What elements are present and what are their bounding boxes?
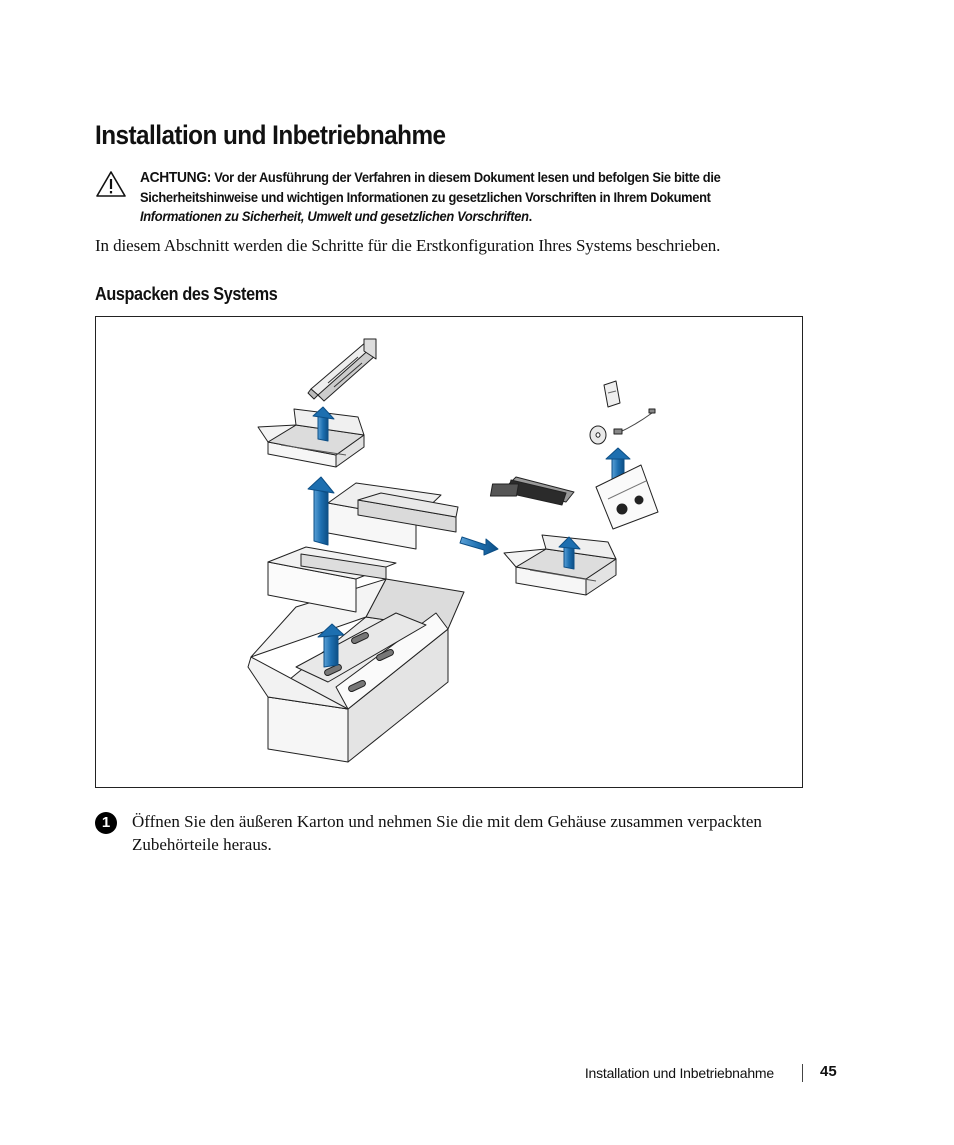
footer-title: Installation und Inbetriebnahme [584,1065,774,1081]
step-text: Öffnen Sie den äußeren Karton und nehmen… [132,812,762,854]
bezel-icon [489,476,575,506]
arrow-up-accessory-box [558,536,581,570]
caution-document-name: Informationen zu Sicherheit, Umwelt und … [140,208,529,224]
section-heading: Auspacken des Systems [95,284,278,304]
page-footer: Installation und Inbetriebnahme 45 [0,1063,954,1087]
documentation-icon [595,464,659,530]
intro-paragraph: In diesem Abschnitt werden die Schritte … [95,236,721,255]
unpacking-illustration [247,338,659,763]
accessory-box [503,534,617,596]
arrow-right [459,536,499,556]
arrow-up-rail-box [312,406,335,442]
caution-body: Vor der Ausführung der Verfahren in dies… [140,169,721,205]
unpacking-figure [95,316,803,788]
rail-kit-icon [307,338,377,402]
caution-label: ACHTUNG: [140,169,212,186]
rail-kit-box [257,408,365,468]
warning-icon [96,171,126,197]
page-title: Installation und Inbetriebnahme [95,120,446,150]
footer-separator [802,1064,803,1082]
page-number: 45 [820,1063,837,1080]
step-number-badge: 1 [95,812,117,834]
booklet-icon [603,380,621,408]
foam-end-cap [267,546,397,613]
caution-text: ACHTUNG: Vor der Ausführung der Verfahre… [140,168,784,227]
cd-icon [589,425,607,445]
cable-icon [613,408,656,435]
arrow-up-carton [317,623,345,668]
outer-carton [247,578,465,763]
caution-end: . [528,208,533,224]
chassis-foam [327,482,459,550]
arrow-up-center [307,476,335,546]
